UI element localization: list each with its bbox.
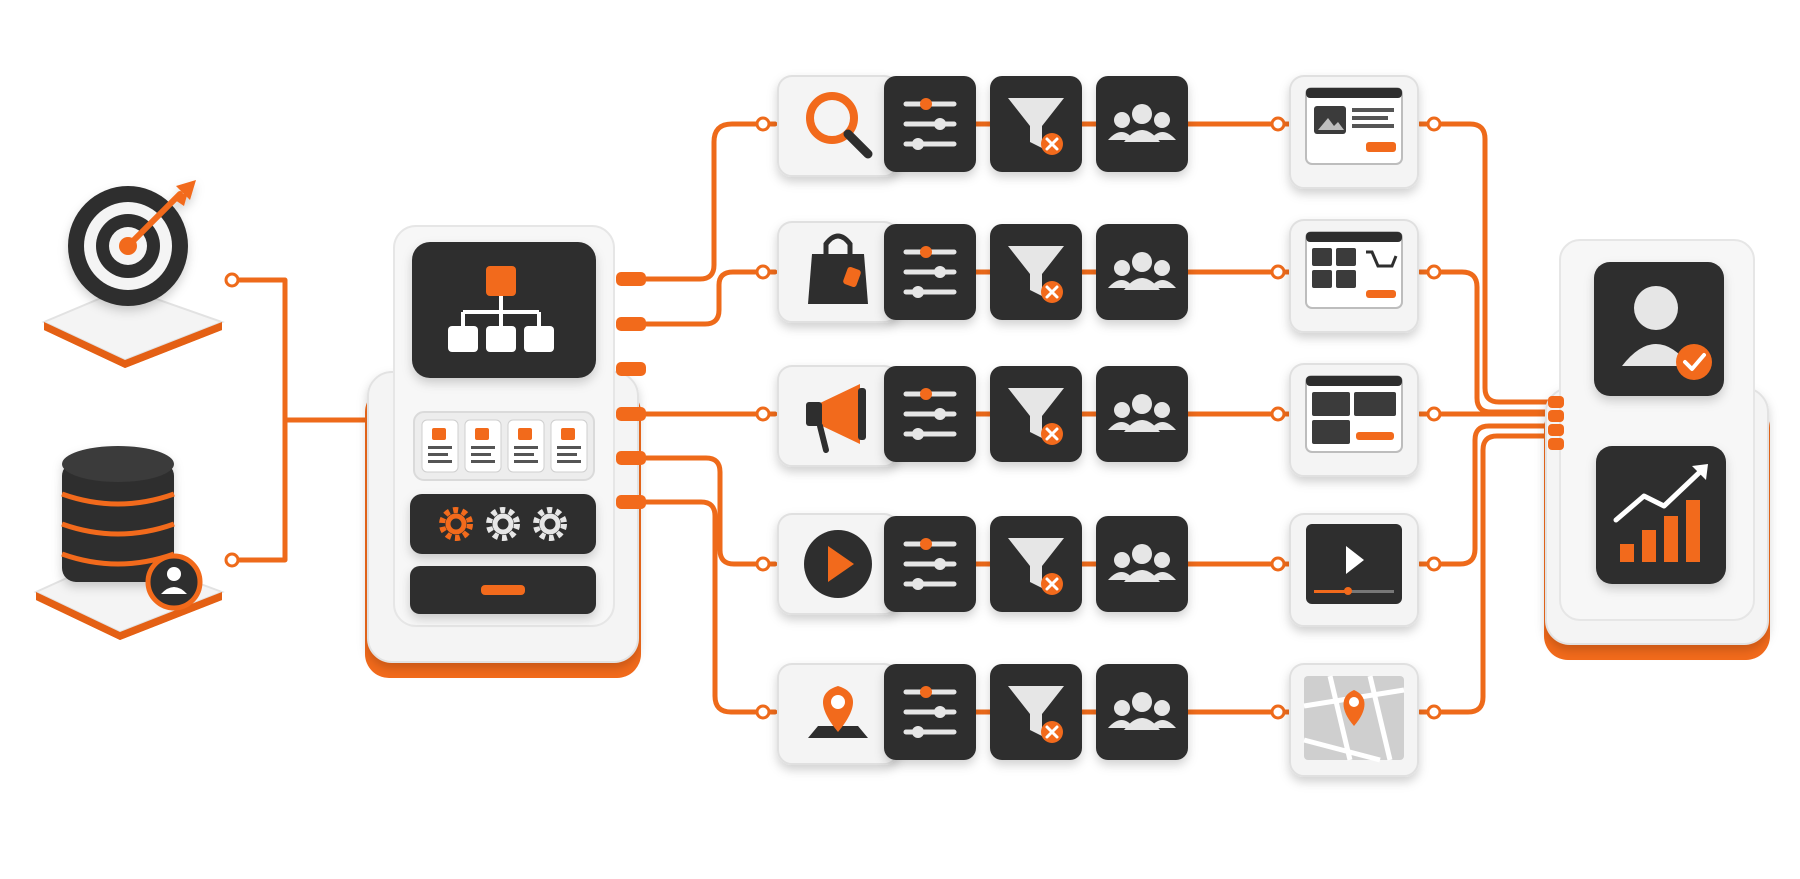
user-badge-icon: [145, 553, 203, 611]
search-step-sliders-icon[interactable]: [884, 76, 976, 172]
channel-row-shopping: [777, 221, 899, 323]
sliders-icon: [903, 246, 957, 298]
sliders-icon: [903, 686, 957, 738]
promotion-step-audience-icon[interactable]: [1096, 366, 1188, 462]
audience-icon: [1108, 394, 1176, 432]
connector-hub-to-video: [617, 455, 778, 567]
video-step-audience-icon[interactable]: [1096, 516, 1188, 612]
sliders-icon: [903, 98, 957, 150]
output-tile-shopping[interactable]: [1289, 219, 1419, 333]
target-icon: [68, 180, 196, 306]
channel-tile-local[interactable]: [777, 663, 899, 765]
data-input-block: [33, 446, 225, 640]
sliders-icon: [903, 538, 957, 590]
output-tile-search[interactable]: [1289, 75, 1419, 189]
funnel-exclude-icon: [1008, 686, 1064, 743]
megaphone-icon: [806, 384, 866, 453]
connector-local-to-result: [1417, 433, 1563, 715]
video-step-funnel-exclude-icon[interactable]: [990, 516, 1082, 612]
channel-row-video: [777, 513, 899, 615]
hub-bottom-bar: [410, 566, 596, 614]
audience-icon: [1108, 544, 1176, 582]
document-card-icon: [464, 419, 502, 473]
video-player-icon: [1306, 524, 1402, 604]
connector-data-to-hub: [229, 417, 288, 563]
channel-row-search: [777, 75, 899, 177]
gear-icon: [533, 507, 567, 541]
output-tile-promotion[interactable]: [1289, 363, 1419, 477]
connector-nodes: [224, 116, 1442, 720]
shopping-step-sliders-icon[interactable]: [884, 224, 976, 320]
channel-tile-promotion[interactable]: [777, 365, 899, 467]
search-step-funnel-exclude-icon[interactable]: [990, 76, 1082, 172]
promotion-step-funnel-exclude-icon[interactable]: [990, 366, 1082, 462]
webpage-shop-icon: [1305, 231, 1403, 309]
connector-video-to-result: [1417, 423, 1563, 567]
search-icon: [806, 92, 873, 159]
document-card-icon: [421, 419, 459, 473]
result-block: [1544, 239, 1770, 660]
growth-chart-icon: [1596, 446, 1726, 584]
channel-tile-shopping[interactable]: [777, 221, 899, 323]
local-step-funnel-exclude-icon[interactable]: [990, 664, 1082, 760]
sliders-icon: [903, 388, 957, 440]
connector-search-to-result: [1417, 121, 1563, 405]
funnel-exclude-icon: [1008, 388, 1064, 445]
output-tile-video[interactable]: [1289, 513, 1419, 627]
audience-icon: [1108, 692, 1176, 730]
document-card-icon: [507, 419, 545, 473]
webpage-article-icon: [1305, 87, 1403, 165]
audience-icon: [1108, 252, 1176, 290]
connector-goal-to-hub: [229, 277, 371, 423]
search-step-audience-icon[interactable]: [1096, 76, 1188, 172]
shopping-step-funnel-exclude-icon[interactable]: [990, 224, 1082, 320]
funnel-exclude-icon: [1008, 538, 1064, 595]
gear-icon: [486, 507, 520, 541]
hub-ports: [616, 272, 646, 509]
goal-input-block: [41, 180, 225, 368]
webpage-layout-icon: [1305, 375, 1403, 453]
promotion-step-sliders-icon[interactable]: [884, 366, 976, 462]
funnel-exclude-icon: [1008, 98, 1064, 155]
gear-icon: [439, 507, 473, 541]
channel-row-local: [777, 663, 899, 765]
channel-tile-search[interactable]: [777, 75, 899, 177]
connector-hub-to-search: [617, 121, 778, 282]
pipeline-steps: [884, 76, 1188, 760]
audience-icon: [1108, 104, 1176, 142]
org-chart-icon: [412, 242, 596, 378]
document-card-icon: [550, 419, 588, 473]
shopping-step-audience-icon[interactable]: [1096, 224, 1188, 320]
output-tiles: [1289, 75, 1419, 777]
map-pin-icon: [808, 686, 868, 738]
local-step-audience-icon[interactable]: [1096, 664, 1188, 760]
map-icon: [1303, 675, 1405, 763]
channel-row-promotion: [777, 365, 899, 467]
connector-shopping-to-result: [1417, 269, 1563, 415]
output-tile-local[interactable]: [1289, 663, 1419, 777]
gears-panel: [410, 494, 596, 554]
hub-block: [365, 225, 646, 678]
channel-tile-video[interactable]: [777, 513, 899, 615]
funnel-exclude-icon: [1008, 246, 1064, 303]
shopping-bag-icon: [808, 233, 868, 304]
result-ports: [1548, 396, 1564, 450]
document-cards: [413, 411, 595, 481]
user-check-icon: [1594, 262, 1724, 396]
play-icon: [804, 530, 872, 598]
local-step-sliders-icon[interactable]: [884, 664, 976, 760]
connector-hub-to-local: [617, 499, 778, 715]
connector-hub-to-shopping: [617, 269, 778, 327]
video-step-sliders-icon[interactable]: [884, 516, 976, 612]
